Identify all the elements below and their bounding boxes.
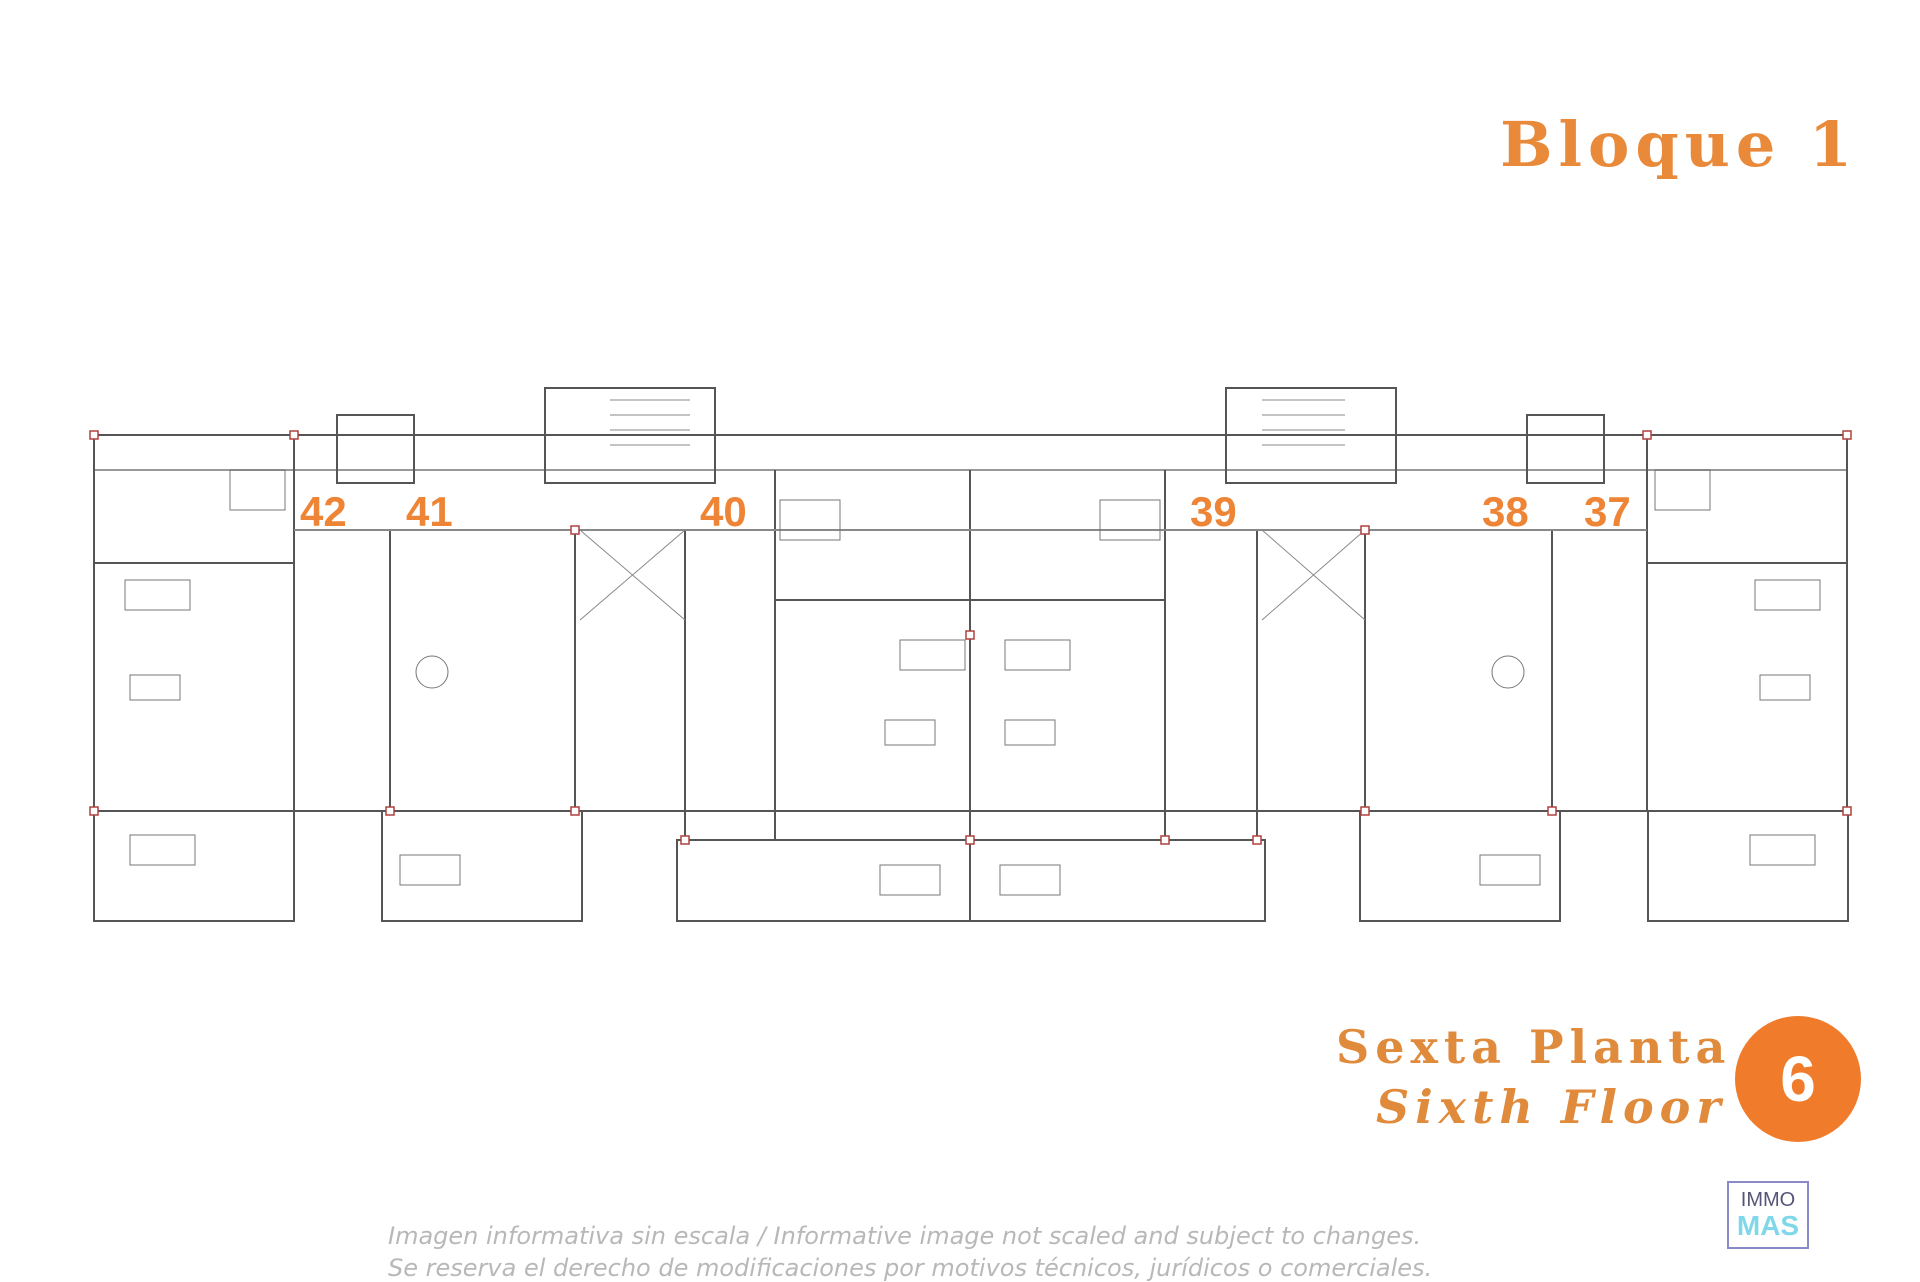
unit-label-37: 37 <box>1584 488 1631 535</box>
disclaimer-line-1: Imagen informativa sin escala / Informat… <box>388 1222 1422 1250</box>
unit-label-38: 38 <box>1482 488 1529 535</box>
floor-number-badge: 6 <box>1735 1016 1861 1142</box>
logo-line-1: IMMO <box>1740 1189 1796 1211</box>
unit-label-42: 42 <box>300 488 347 535</box>
logo-line-2: MAS <box>1736 1210 1800 1241</box>
unit-label-40: 40 <box>700 488 747 535</box>
unit-label-39: 39 <box>1190 488 1237 535</box>
disclaimer-line-2: Se reserva el derecho de modificaciones … <box>388 1254 1433 1282</box>
block-title: Bloque 1 <box>1500 108 1858 181</box>
floor-name-english: Sixth Floor <box>1376 1080 1727 1134</box>
unit-label-41: 41 <box>406 488 453 535</box>
immomas-logo: IMMO MAS <box>1727 1181 1809 1249</box>
floor-name-spanish: Sexta Planta <box>1336 1020 1732 1074</box>
